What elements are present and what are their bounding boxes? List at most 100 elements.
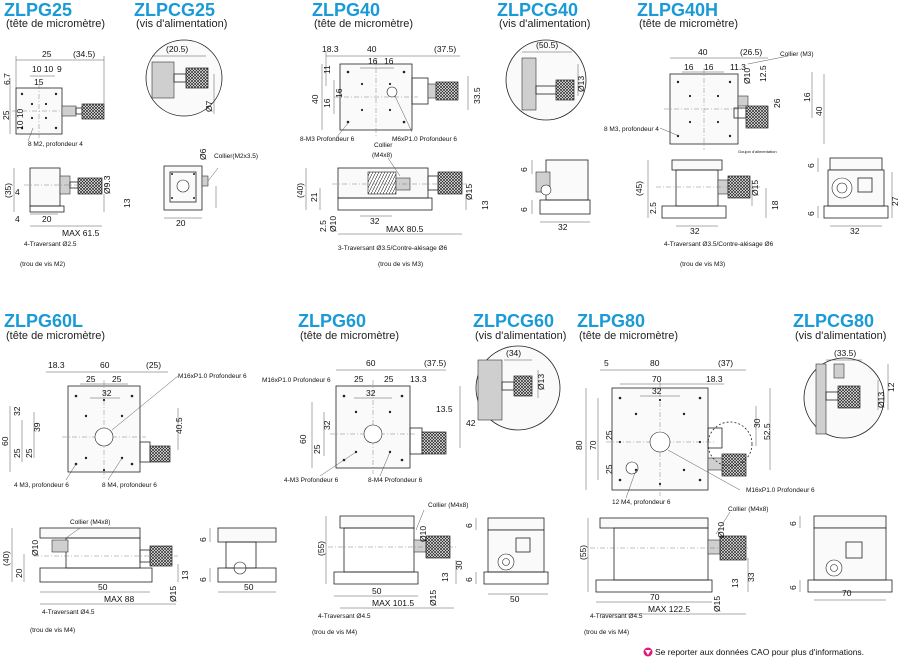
dim-zlpg60l-front-6a: 6 <box>198 537 208 542</box>
note-zlpg60-screw: (trou de vis M4) <box>312 629 357 636</box>
dim-zlpg60-max: MAX 101.5 <box>372 598 414 608</box>
dim-zlpg60l-39: 39 <box>32 422 42 432</box>
dim-zlpg60l-15: Ø15 <box>168 586 178 602</box>
dim-zlpcg60-6b: 6 <box>464 577 474 582</box>
dim-zlpg80-10: Ø10 <box>716 522 726 538</box>
dim-zlpg40h-27: 27 <box>890 196 900 206</box>
dim-zlpg60-375: (37.5) <box>424 358 446 368</box>
dim-zlpg40h-16a: 16 <box>684 62 694 72</box>
note-zlpg40h-holes: 8 M3, profondeur 4 <box>604 126 659 133</box>
dim-zlpg40h-6a: 6 <box>806 163 816 168</box>
dim-zlpg40-40v: 40 <box>310 94 320 104</box>
dim-zlpcg40-13: Ø13 <box>576 76 586 92</box>
dim-zlpg40h-16v: 16 <box>802 92 812 102</box>
dim-zlpg40-max: MAX 80.5 <box>386 224 424 234</box>
dim-zlpcg40-32: 32 <box>558 222 568 232</box>
note-zlpg60l-holes2: 8 M4, profondeur 6 <box>102 482 157 489</box>
dim-zlpcg25-7: Ø7 <box>204 100 214 112</box>
zlpg60-top-view: 60 (37.5) M16xP1.0 Profondeur 6 25 25 13… <box>262 358 476 484</box>
dim-zlpg40h-40: 40 <box>698 47 708 57</box>
dim-zlpg60l-max: MAX 88 <box>104 594 135 604</box>
dim-zlpg60l-front-6b: 6 <box>198 577 208 582</box>
note-zlpg60-holes1: 4-M3 Profondeur 6 <box>284 477 339 484</box>
note-zlpg60-thread: M16xP1.0 Profondeur 6 <box>262 377 331 384</box>
dim-zlpg40-40: 40 <box>367 44 377 54</box>
note-zlpg40-collar2: (M4x8) <box>372 152 392 159</box>
dim-zlpcg60-13: Ø13 <box>536 374 546 390</box>
dim-zlpg80-55: (55) <box>578 545 588 560</box>
zlpg60l-side-view: Collier (M4x8) (40) Ø10 20 13 50 Ø15 MAX… <box>1 519 190 634</box>
note-zlpg60l-thru: 4-Traversant Ø4.5 <box>42 609 95 616</box>
dim-zlpg25-20: 20 <box>42 214 52 224</box>
model-subtitle-zlpcg40: (vis d'alimentation) <box>499 18 590 30</box>
note-zlpg40-thread: M6xP1.0 Profondeur 6 <box>392 136 457 143</box>
dim-zlpg40h-6b: 6 <box>806 211 816 216</box>
dim-zlpcg80-6b: 6 <box>788 585 798 590</box>
dim-zlpg40-335: 33.5 <box>472 87 482 104</box>
dim-zlpcg40-6a: 6 <box>519 167 529 172</box>
section-titles: ZLPG25 (tête de micromètre) ZLPCG25 (vis… <box>4 0 886 342</box>
dim-zlpg40h-113: 11.3 <box>730 62 746 72</box>
dim-zlpg60l-25v2: 25 <box>24 448 34 458</box>
dim-zlpg40h-18: 18 <box>770 200 780 210</box>
zlpg25-top-view: 25 (34.5) 10 10 9 15 6.7 25 10 10 8 M2, … <box>1 49 105 148</box>
dim-zlpg60l-40p: (40) <box>1 551 11 566</box>
zlpcg40-detail: (50.5) Ø13 <box>505 39 587 121</box>
note-zlpg80-screw: (trou de vis M4) <box>584 629 629 636</box>
dim-zlpg25-13: 13 <box>122 198 132 208</box>
model-title-zlpcg40: ZLPCG40 <box>497 0 578 20</box>
dim-zlpg60-55: (55) <box>316 541 326 556</box>
dim-zlpcg60-6a: 6 <box>464 523 474 528</box>
dim-zlpg60-50: 50 <box>372 586 382 596</box>
zlpg40-side-view: Collier (M4x8) (40) 21 2.5 Ø10 Ø15 13 32… <box>295 142 490 268</box>
dim-zlpg40h-40v: 40 <box>814 106 824 116</box>
dim-zlpg25-25: 25 <box>42 49 52 59</box>
dim-zlpg25-max: MAX 61.5 <box>62 228 100 238</box>
dim-zlpg40-21: 21 <box>309 192 319 202</box>
dim-zlpg25-4a: 4 <box>15 187 20 197</box>
dim-zlpg60l-front-50: 50 <box>244 582 254 592</box>
note-zlpg60-thru: 4-Traversant Ø4.5 <box>318 613 371 620</box>
dim-zlpg80-80: 80 <box>650 358 660 368</box>
dim-zlpg60-25v: 25 <box>312 444 322 454</box>
dim-zlpg80-70v: 70 <box>588 440 598 450</box>
dim-zlpg60l-25v1: 25 <box>12 448 22 458</box>
zlpg40-top-view: 18.3 40 (37.5) 16 16 11 40 16 16 33.5 8-… <box>300 44 482 143</box>
note-zlpg25-thru: 4-Traversant Ø2.5 <box>24 241 77 248</box>
dim-zlpg80-37: (37) <box>718 358 733 368</box>
zlpcg40-front-view: 6 6 32 <box>519 159 591 232</box>
zlpg25-side-view: (35) 4 4 20 Ø9.3 13 MAX 61.5 4-Traversan… <box>3 167 132 268</box>
dim-zlpg60l-20: 20 <box>14 568 24 578</box>
dim-zlpg80-25: 25 <box>604 430 614 440</box>
dim-zlpcg80-6a: 6 <box>788 521 798 526</box>
model-subtitle-zlpg60: (tête de micromètre) <box>300 330 399 342</box>
dim-zlpg40-40p: (40) <box>295 183 305 198</box>
note-zlpg60-holes2: 8-M4 Profondeur 6 <box>368 477 423 484</box>
zlpcg60-front-view: 6 6 50 <box>464 517 549 604</box>
footer-text: Se reporter aux données CAO pour plus d'… <box>655 647 864 657</box>
dim-zlpg80-70h: 70 <box>650 592 660 602</box>
zlpg40h-front-view: 6 6 27 32 <box>806 157 900 236</box>
dim-zlpcg25-20: 20 <box>176 218 186 228</box>
dim-zlpg60l-60: 60 <box>100 360 110 370</box>
dim-zlpg40-16b: 16 <box>384 56 394 66</box>
dim-zlpg60l-25b: 25 <box>112 374 122 384</box>
dim-zlpg80-183: 18.3 <box>706 374 723 384</box>
dim-zlpg60-60: 60 <box>366 358 376 368</box>
model-subtitle-zlpcg60: (vis d'alimentation) <box>475 330 566 342</box>
dim-zlpg80-80v: 80 <box>574 440 584 450</box>
dim-zlpg60-135: 13.5 <box>436 404 453 414</box>
dim-zlpg80-30: 30 <box>752 418 762 428</box>
dim-zlpg80-13: 13 <box>730 578 740 588</box>
dim-zlpg60-30: 30 <box>454 560 464 570</box>
dim-zlpg60l-25p: (25) <box>146 360 161 370</box>
model-subtitle-zlpcg25: (vis d'alimentation) <box>136 18 227 30</box>
footer-note: Se reporter aux données CAO pour plus d'… <box>643 647 864 657</box>
model-title-zlpg60l: ZLPG60L <box>4 311 83 331</box>
zlpg40h-top-view: 40 (26.5) Collier (M3) 16 16 11.3 Ø10 12… <box>604 47 825 150</box>
dim-zlpg40-375: (37.5) <box>434 44 456 54</box>
note-zlpg40-screw: (trou de vis M3) <box>378 261 423 268</box>
dim-zlpg80-70: 70 <box>652 374 662 384</box>
dim-zlpg40h-26: 26 <box>772 98 782 108</box>
